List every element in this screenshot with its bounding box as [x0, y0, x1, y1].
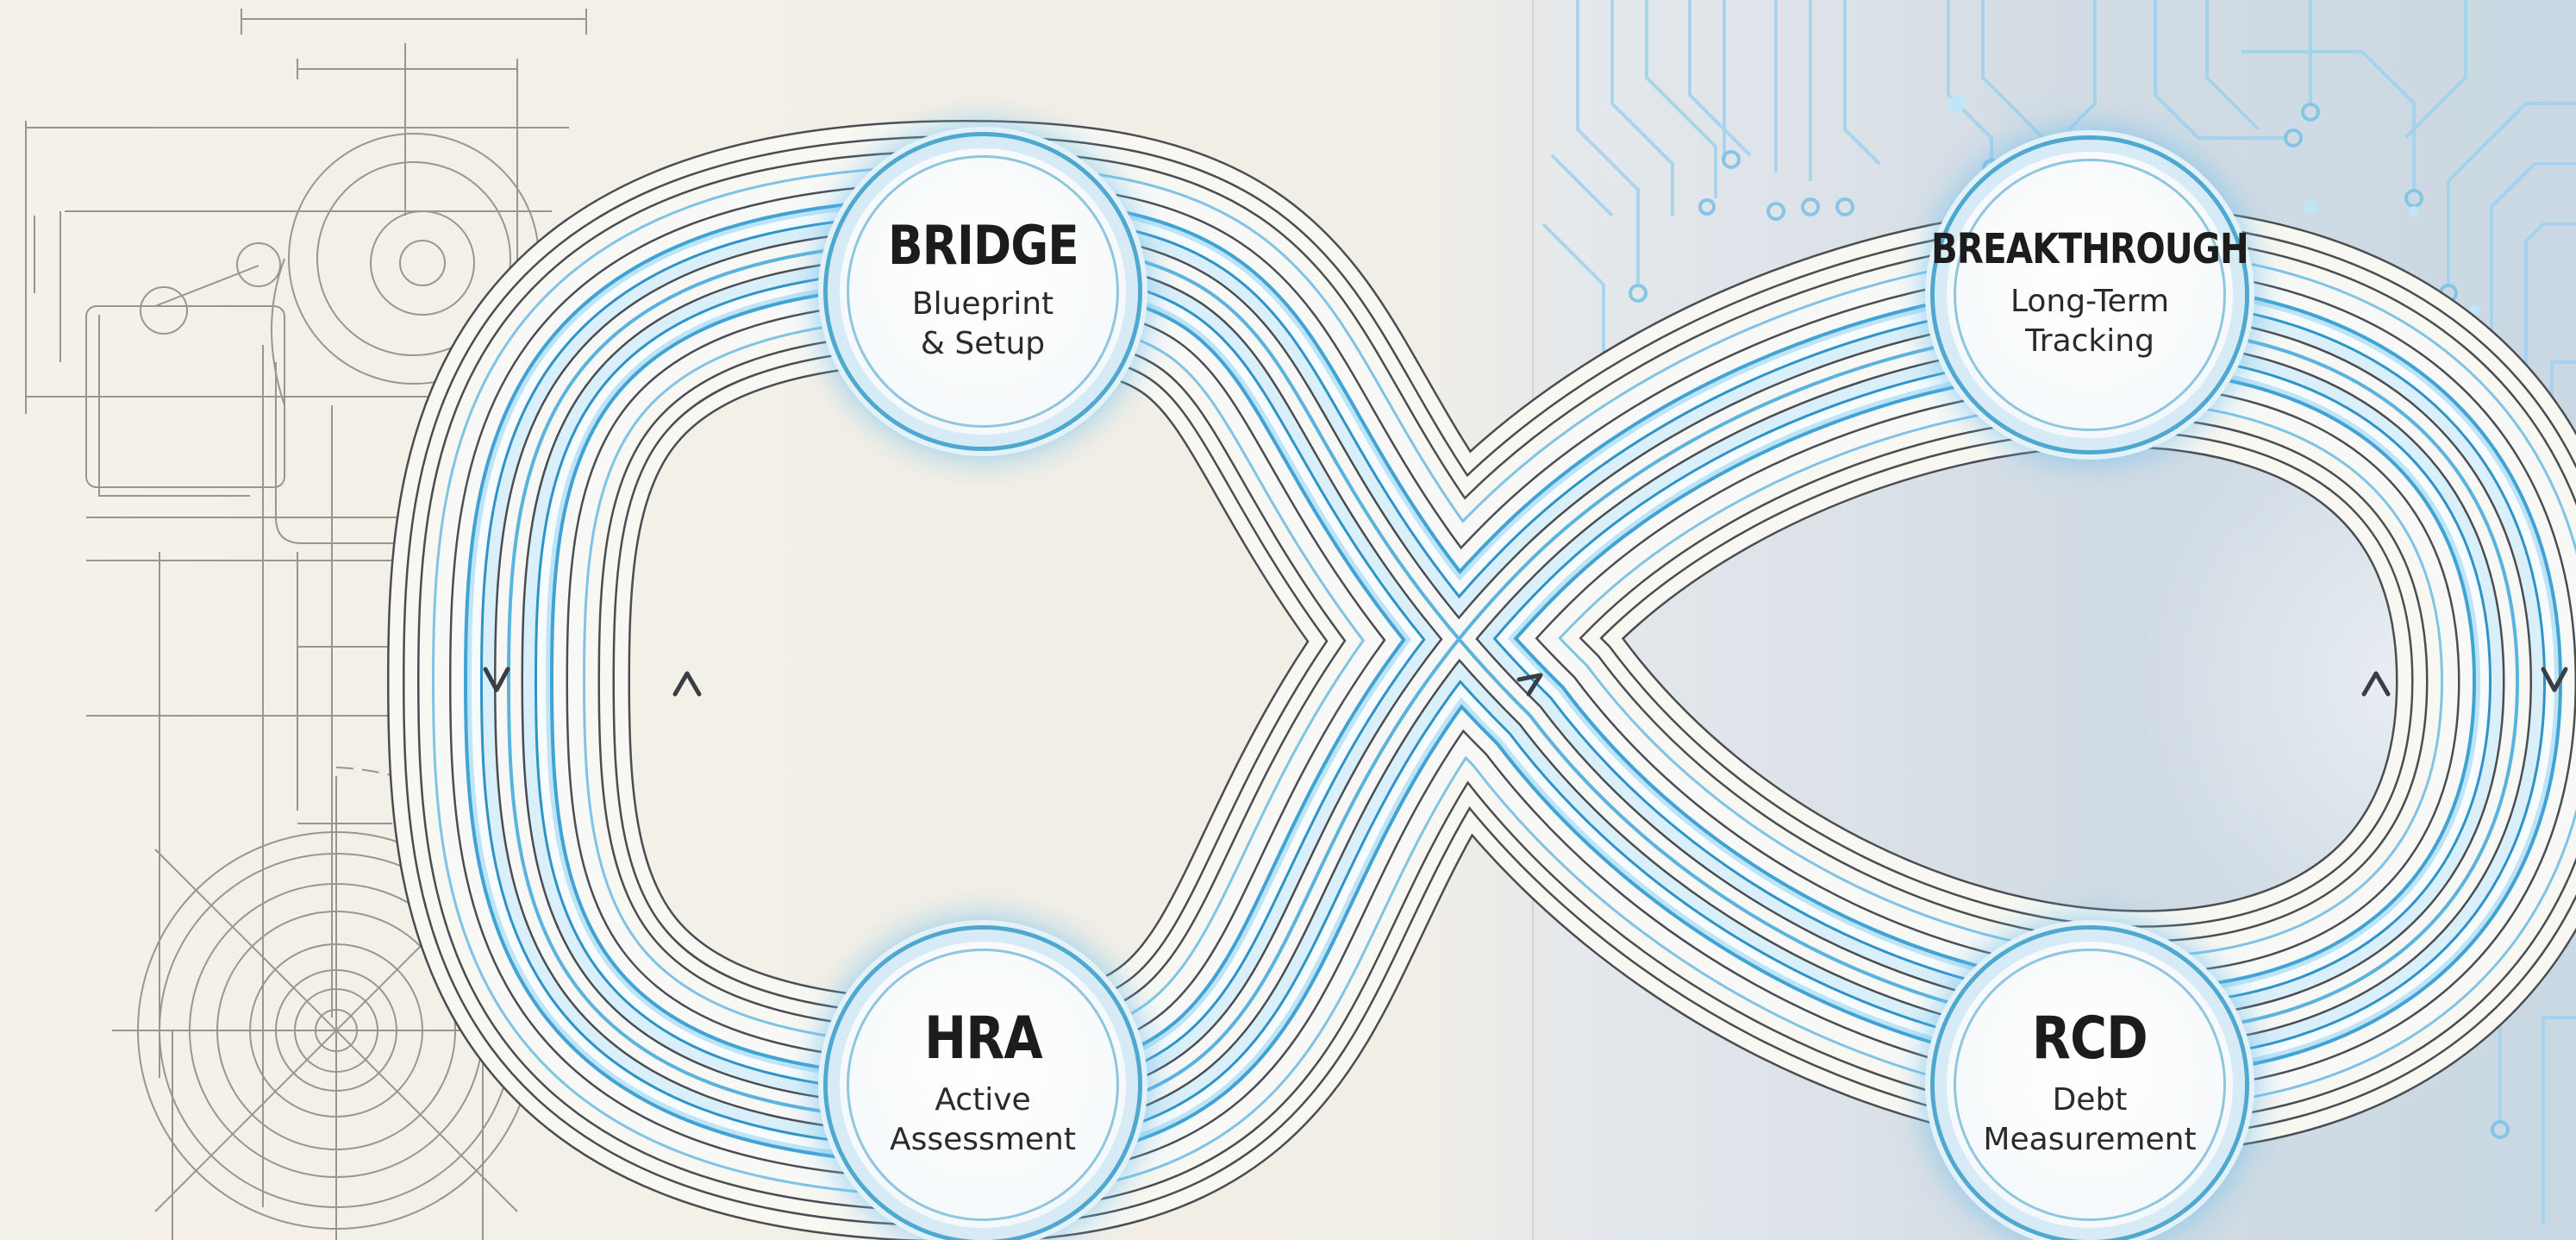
- direction-arrow-icon: [483, 667, 2568, 697]
- node-title: BREAKTHROUGH: [1931, 225, 2249, 273]
- node-title: BRIDGE: [887, 214, 1079, 277]
- node-bridge: BRIDGE Blueprint & Setup: [828, 136, 1138, 447]
- node-title: RCD: [2032, 1005, 2148, 1073]
- node-subtitle-line-1: Blueprint: [911, 286, 1054, 322]
- node-subtitle-line-2: Tracking: [2025, 323, 2154, 359]
- node-breakthrough: BREAKTHROUGH Long-Term Tracking: [1931, 140, 2249, 450]
- node-subtitle-line-2: & Setup: [920, 326, 1046, 361]
- node-subtitle-line-1: Debt: [2052, 1082, 2128, 1118]
- node-hra: HRA Active Assessment: [828, 930, 1138, 1240]
- node-subtitle-line-2: Assessment: [890, 1122, 1076, 1157]
- node-subtitle-line-1: Active: [935, 1082, 1031, 1118]
- node-subtitle-line-2: Measurement: [1983, 1122, 2197, 1157]
- node-subtitle-line-1: Long-Term: [2010, 284, 2170, 319]
- node-title: HRA: [923, 1005, 1043, 1073]
- node-rcd: RCD Debt Measurement: [1935, 930, 2245, 1240]
